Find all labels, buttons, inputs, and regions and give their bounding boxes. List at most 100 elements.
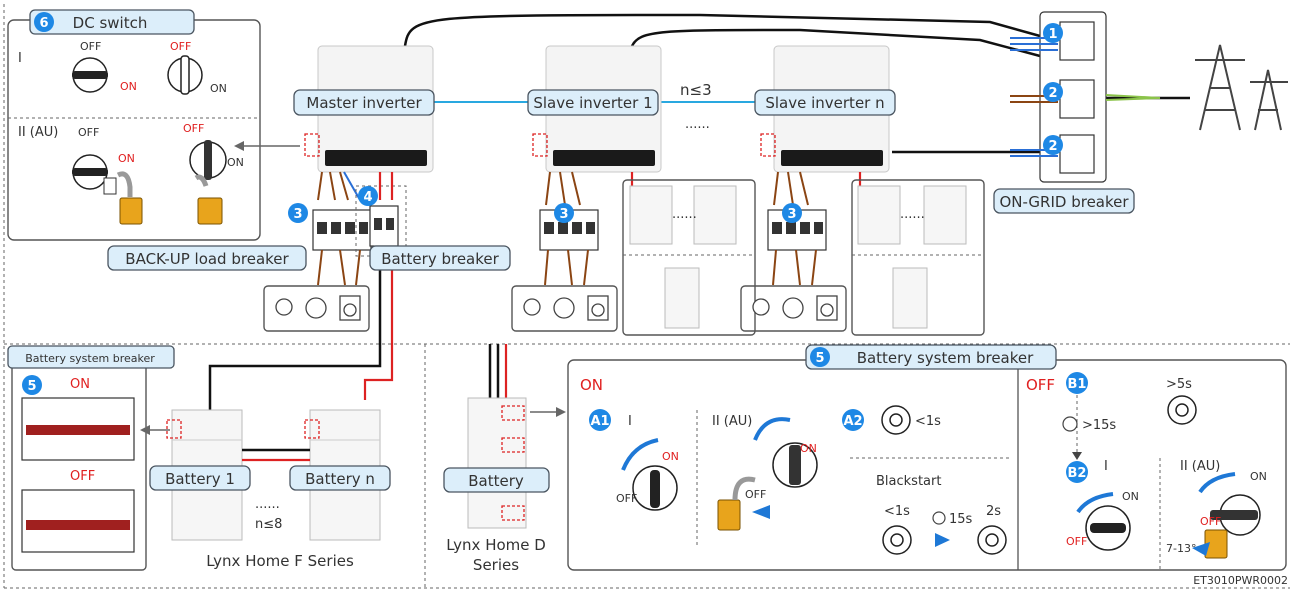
- lynx-home-f-label: Lynx Home F Series: [206, 552, 354, 570]
- battery-1-label: Battery 1: [165, 470, 235, 488]
- b2-i-label: I: [1104, 459, 1108, 474]
- lynx-home-d-label-2: Series: [473, 556, 519, 574]
- battery-stack-slave-n: ......: [851, 179, 985, 336]
- rotary-switch-padlock-icon: [717, 417, 818, 531]
- inverter-count: n≤3: [680, 81, 712, 99]
- b2-ii-au-label: II (AU): [1180, 459, 1220, 474]
- dc-row-1-label: I: [18, 51, 22, 66]
- loads-master: [263, 285, 370, 332]
- dc-switch-panel: 6 DC switch I II (AU) OFF ON OFF ON OFF …: [7, 9, 300, 241]
- dc-off-label-4: OFF: [183, 122, 204, 135]
- blackstart-button-1-icon: [882, 525, 912, 555]
- battery-label-box: [443, 467, 550, 493]
- lynx-home-d-battery: [467, 397, 527, 529]
- dc-on-label-2: ON: [210, 82, 227, 95]
- step-2-badge-b: [1043, 135, 1063, 155]
- backup-label-box: [107, 245, 307, 271]
- dc-row-2-label: II (AU): [18, 125, 58, 140]
- battery-1-label-box: [149, 465, 251, 491]
- rotary-switch-on-icon: [621, 438, 678, 511]
- a1-ii-off-text: OFF: [745, 488, 766, 501]
- small-panel-on: ON: [70, 377, 90, 392]
- step-6-number: 6: [39, 16, 48, 31]
- blackstart-lt1s: <1s: [884, 504, 910, 519]
- step-3-number-slave-1: 3: [559, 207, 568, 222]
- master-ac-wires: [317, 171, 349, 201]
- a1-ii-au-label: II (AU): [712, 414, 752, 429]
- step-2-number-b: 2: [1048, 139, 1057, 154]
- dc-on-label-3: ON: [118, 152, 135, 165]
- a1-ii-on-text: ON: [800, 442, 817, 455]
- step-2-number-a: 2: [1048, 86, 1057, 101]
- loads-slave-1: [511, 285, 618, 332]
- fan-icon: [305, 297, 327, 319]
- dc-switch-padlock-icon: [72, 140, 227, 225]
- b1-gt15s: >15s: [1082, 418, 1116, 433]
- battery-system-breaker-panel: 5 Battery system breaker: [567, 344, 1287, 571]
- on-section-title: ON: [580, 376, 603, 394]
- dc-off-label-1: OFF: [80, 40, 101, 53]
- step-6-badge: [34, 12, 54, 32]
- battery-count: n≤8: [255, 517, 282, 532]
- step-4-number: 4: [363, 190, 372, 205]
- a1-badge: [589, 409, 611, 431]
- power-button-icon: [881, 405, 911, 435]
- on-grid-label-box: [993, 188, 1135, 214]
- battery-system-breaker-label: Battery system breaker: [857, 349, 1034, 367]
- dc-on-label-4: ON: [227, 156, 244, 169]
- b2-ii-on-text: ON: [1250, 470, 1267, 483]
- battery-system-breaker-small-label: Battery system breaker: [25, 352, 155, 365]
- battery-n-label: Battery n: [305, 470, 375, 488]
- a1-label: A1: [590, 414, 609, 429]
- b1-timer-icon: [1062, 416, 1078, 432]
- dc-on-label-1: ON: [120, 80, 137, 93]
- b2-label: B2: [1068, 466, 1087, 481]
- backup-breaker-master: [312, 209, 372, 251]
- battery-dc-wire-pos: [363, 246, 394, 400]
- battery-stack-slave-1: ......: [622, 179, 756, 336]
- step-3-badge-slave-n: [782, 203, 802, 223]
- svg-text:......: ......: [900, 207, 925, 222]
- a1-off-text: OFF: [616, 492, 637, 505]
- b2-rotary-switch-padlock-icon: [1192, 472, 1261, 559]
- blackstart-15s: 15s: [949, 512, 973, 527]
- battery-n-label-box: [289, 465, 391, 491]
- loads-slave-n: [740, 285, 847, 332]
- on-grid-breaker-label: ON-GRID breaker: [999, 193, 1129, 211]
- blackstart-2s: 2s: [986, 504, 1001, 519]
- a2-badge: [842, 409, 864, 431]
- b1-label: B1: [1068, 377, 1087, 392]
- battery-ellipsis: ......: [255, 497, 280, 512]
- dc-switch-label-box: [29, 9, 195, 35]
- lynx-home-d-label-1: Lynx Home D: [446, 536, 546, 554]
- step-3-badge-slave-1: [554, 203, 574, 223]
- step-1-badge: [1043, 23, 1063, 43]
- step-1-number: 1: [1048, 27, 1057, 42]
- timer-icon: [932, 511, 946, 525]
- b1-badge: [1066, 372, 1088, 394]
- b2-rotary-switch-off-icon: [1076, 492, 1131, 551]
- step-2-badge-a: [1043, 82, 1063, 102]
- backup-load-breaker-label: BACK-UP load breaker: [125, 250, 289, 268]
- figure-id: ET3010PWR0002: [1193, 574, 1288, 587]
- battery-label: Battery: [468, 472, 524, 490]
- grid-wire-slave-1: [630, 28, 1041, 58]
- svg-text:......: ......: [672, 207, 697, 222]
- b1-power-button-icon: [1167, 395, 1197, 425]
- lightbulb-icon: [275, 298, 293, 316]
- small-panel-off: OFF: [70, 469, 95, 484]
- battery-dc-wire-neg: [208, 246, 382, 410]
- dc-switch-icon: [72, 55, 203, 95]
- step-5-number: 5: [815, 351, 824, 366]
- slave-1-label-box: [527, 89, 659, 116]
- b2-angle: 7-13°: [1166, 542, 1196, 555]
- step-4-badge: [358, 186, 378, 206]
- slave-inverter-1-label: Slave inverter 1: [533, 94, 652, 112]
- slave-inverter-n-label: Slave inverter n: [765, 94, 884, 112]
- grid-wire-master: [403, 13, 1041, 47]
- b2-ii-off-text: OFF: [1200, 515, 1221, 528]
- step-3-number-slave-n: 3: [787, 207, 796, 222]
- a2-press-duration: <1s: [915, 414, 941, 429]
- b1-gt5s: >5s: [1166, 377, 1192, 392]
